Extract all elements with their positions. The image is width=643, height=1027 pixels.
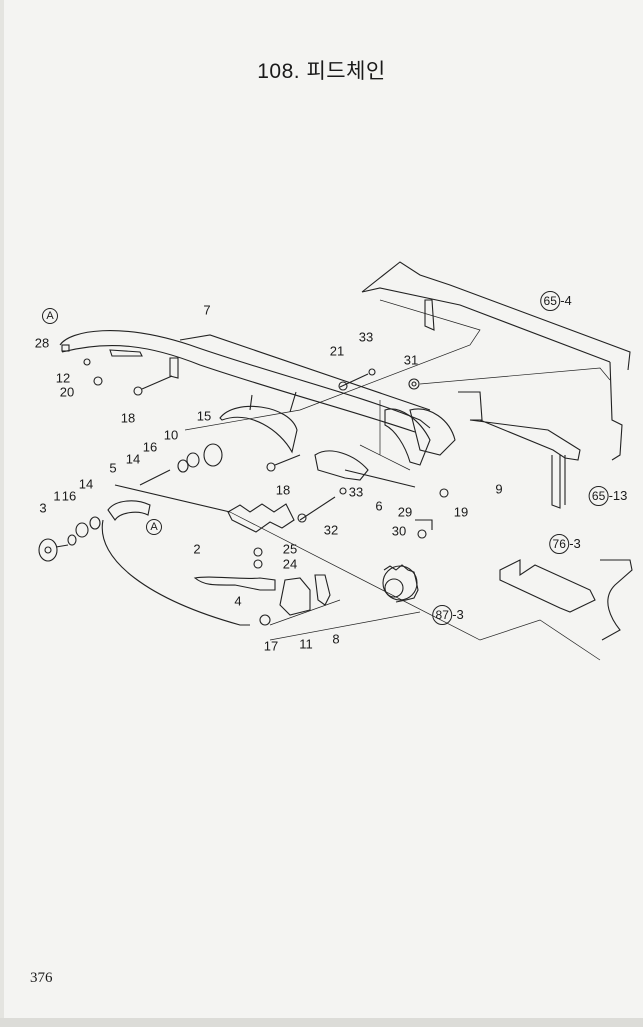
scan-edge-left [0, 0, 4, 1027]
part-label-7: 7 [203, 302, 211, 318]
part-label-2: 2 [193, 541, 201, 557]
part-label-25: 25 [282, 541, 298, 557]
part-label-21: 21 [329, 343, 345, 359]
reference-marker-a-label: A [146, 519, 162, 535]
part-label-33: 33 [348, 484, 364, 500]
reference-76-3-number: 76 [549, 534, 570, 554]
reference-87-3-number: 87 [432, 605, 453, 625]
part-label-33: 33 [358, 329, 374, 345]
reference-65-13-number: 65 [588, 486, 609, 506]
reference-marker-a: A [146, 519, 162, 535]
reference-marker-a: A [42, 308, 58, 324]
reference-65-4-number: 65 [540, 291, 561, 311]
part-label-10: 10 [163, 427, 179, 443]
part-label-1: 1 [53, 488, 61, 504]
reference-65-4: 65-4 [540, 291, 572, 311]
reference-87-3-suffix: -3 [452, 607, 464, 622]
reference-87-3: 87-3 [432, 605, 464, 625]
part-label-12: 12 [55, 370, 71, 386]
reference-76-3: 76-3 [549, 534, 581, 554]
rail-7 [59, 330, 431, 433]
part-label-18: 18 [275, 482, 291, 498]
part-label-15: 15 [196, 408, 212, 424]
plates [314, 391, 581, 509]
reference-65-4-suffix: -4 [560, 293, 572, 308]
reference-76-3-suffix: -3 [569, 536, 581, 551]
part-label-18: 18 [120, 410, 136, 426]
bracket-76-3 [499, 559, 633, 641]
reference-65-13-suffix: -13 [608, 488, 628, 503]
part-label-16: 16 [142, 439, 158, 455]
frame-65-4 [361, 261, 631, 461]
part-label-4: 4 [234, 593, 242, 609]
part-label-8: 8 [332, 631, 340, 647]
reference-marker-a-label: A [42, 308, 58, 324]
part-label-30: 30 [391, 523, 407, 539]
scan-edge-bottom [0, 1018, 643, 1027]
part-label-11: 11 [299, 636, 313, 652]
part-label-29: 29 [397, 504, 413, 520]
part-label-3: 3 [39, 500, 47, 516]
reference-65-13: 65-13 [588, 486, 628, 506]
part-label-17: 17 [263, 638, 279, 654]
part-label-24: 24 [282, 556, 298, 572]
shaft-assembly [38, 443, 250, 626]
guard [219, 391, 298, 454]
chain-2 [227, 503, 295, 533]
part-label-6: 6 [375, 498, 383, 514]
page-title: 108. 피드체인 [257, 60, 386, 83]
part-label-14: 14 [125, 451, 141, 467]
part-label-32: 32 [323, 522, 339, 538]
part-label-9: 9 [495, 481, 503, 497]
part-label-5: 5 [109, 460, 117, 476]
page-number: 376 [30, 970, 53, 986]
sprocket-87-3 [382, 564, 419, 603]
bolts [61, 344, 449, 539]
part-label-14: 14 [78, 476, 94, 492]
part-label-20: 20 [59, 384, 75, 400]
part-label-19: 19 [453, 504, 469, 520]
lower-brackets [193, 547, 331, 626]
part-label-31: 31 [403, 352, 419, 368]
part-label-16: 16 [61, 488, 77, 504]
assembly-lines [184, 299, 611, 661]
part-label-28: 28 [34, 335, 50, 351]
